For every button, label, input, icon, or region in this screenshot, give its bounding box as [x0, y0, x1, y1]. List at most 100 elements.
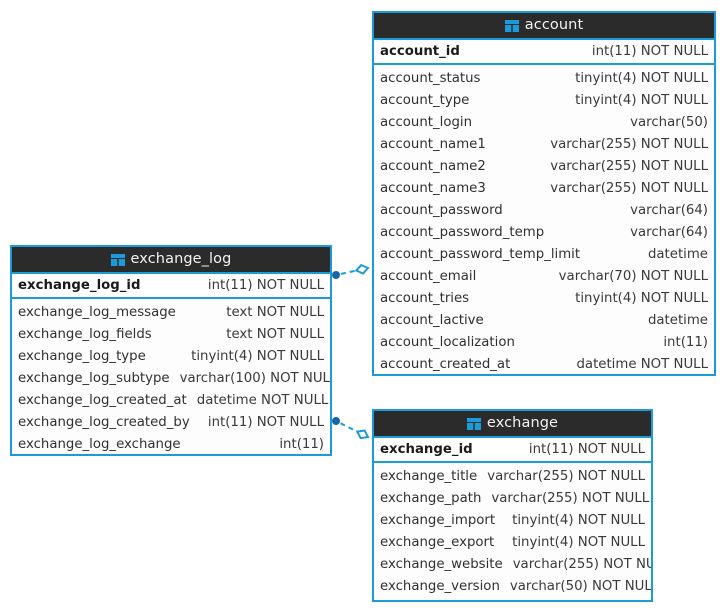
- column-row[interactable]: exchange_log_message text NOT NULL: [12, 301, 330, 323]
- table-title: exchange_log: [130, 251, 232, 267]
- column-name: exchange_path: [380, 490, 482, 506]
- table-header-exchange[interactable]: exchange: [374, 411, 651, 438]
- column-type: datetime NOT NULL: [196, 392, 329, 408]
- er-table-exchange_log[interactable]: exchange_log exchange_log_id int(11) NOT N…: [10, 245, 332, 456]
- column-name: account_lactive: [380, 312, 484, 328]
- column-name: account_name1: [380, 136, 486, 152]
- column-type: int(11) NOT NULL: [528, 442, 645, 457]
- column-type: int(11) NOT NULL: [207, 414, 324, 430]
- column-row[interactable]: account_email varchar(70) NOT NULL: [374, 265, 714, 287]
- column-name: exchange_log_fields: [18, 326, 152, 342]
- column-row[interactable]: account_type tinyint(4) NOT NULL: [374, 89, 714, 111]
- column-name: exchange_id: [380, 442, 473, 457]
- column-type: tinyint(4) NOT NULL: [575, 70, 708, 86]
- relationship-line: [340, 268, 362, 275]
- column-type: tinyint(4) NOT NULL: [191, 348, 324, 364]
- column-name: account_password_temp_limit: [380, 246, 581, 262]
- column-row[interactable]: exchange_version varchar(50) NOT NULL: [374, 575, 651, 597]
- column-type: int(11): [663, 334, 708, 350]
- column-type: datetime: [647, 246, 708, 262]
- column-row[interactable]: exchange_log_fields text NOT NULL: [12, 323, 330, 345]
- column-row[interactable]: exchange_log_type tinyint(4) NOT NULL: [12, 345, 330, 367]
- column-type: text NOT NULL: [226, 304, 324, 320]
- primary-key-row[interactable]: account_id int(11) NOT NULL: [374, 40, 714, 65]
- column-name: exchange_log_subtype: [18, 370, 170, 386]
- column-row[interactable]: account_password_temp_limit datetime: [374, 243, 714, 265]
- relationship-line: [340, 422, 363, 435]
- column-type: varchar(255) NOT NULL: [550, 136, 708, 152]
- column-name: account_type: [380, 92, 470, 108]
- column-type: varchar(255) NOT NULL: [550, 158, 708, 174]
- column-name: exchange_log_id: [18, 278, 141, 293]
- column-row[interactable]: account_tries tinyint(4) NOT NULL: [374, 287, 714, 309]
- column-type: varchar(255) NOT NULL: [491, 490, 650, 506]
- column-row[interactable]: account_status tinyint(4) NOT NULL: [374, 67, 714, 89]
- column-name: exchange_log_created_by: [18, 414, 190, 430]
- column-name: exchange_log_exchange: [18, 436, 181, 452]
- column-row[interactable]: exchange_log_created_by int(11) NOT NULL: [12, 411, 330, 433]
- column-row[interactable]: exchange_export tinyint(4) NOT NULL: [374, 531, 651, 553]
- column-name: account_status: [380, 70, 481, 86]
- column-type: varchar(50): [630, 114, 708, 130]
- table-header-exchange_log[interactable]: exchange_log: [12, 247, 330, 274]
- column-name: account_name2: [380, 158, 486, 174]
- column-row[interactable]: account_lactive datetime: [374, 309, 714, 331]
- column-type: varchar(70) NOT NULL: [558, 268, 708, 284]
- relationship-target-marker: [355, 429, 370, 440]
- column-name: exchange_log_type: [18, 348, 146, 364]
- column-name: account_email: [380, 268, 477, 284]
- column-type: tinyint(4) NOT NULL: [575, 290, 708, 306]
- column-type: varchar(50) NOT NULL: [509, 578, 653, 594]
- column-row[interactable]: exchange_path varchar(255) NOT NULL: [374, 487, 651, 509]
- column-name: account_login: [380, 114, 473, 130]
- column-name: exchange_version: [380, 578, 500, 594]
- column-name: account_name3: [380, 180, 486, 196]
- column-name: exchange_log_message: [18, 304, 176, 320]
- column-name: account_password_temp: [380, 224, 545, 240]
- column-row[interactable]: account_login varchar(50): [374, 111, 714, 133]
- relationship-source-marker: [332, 271, 340, 279]
- column-row[interactable]: account_name2 varchar(255) NOT NULL: [374, 155, 714, 177]
- column-name: account_id: [380, 44, 460, 59]
- column-type: text NOT NULL: [226, 326, 324, 342]
- column-row[interactable]: account_name1 varchar(255) NOT NULL: [374, 133, 714, 155]
- primary-key-row[interactable]: exchange_log_id int(11) NOT NULL: [12, 274, 330, 299]
- table-title: account: [524, 17, 584, 33]
- column-type: tinyint(4) NOT NULL: [512, 534, 645, 550]
- column-name: account_tries: [380, 290, 470, 306]
- column-type: int(11) NOT NULL: [591, 44, 708, 59]
- column-type: datetime: [647, 312, 708, 328]
- column-type: varchar(255) NOT NULL: [512, 556, 651, 572]
- column-type: varchar(64): [630, 202, 708, 218]
- column-name: exchange_export: [380, 534, 495, 550]
- relationship-rel-exchange-log-exchange[interactable]: [332, 417, 370, 440]
- column-type: int(11): [279, 436, 324, 452]
- column-row[interactable]: exchange_website varchar(255) NOT NULL: [374, 553, 651, 575]
- primary-key-row[interactable]: exchange_id int(11) NOT NULL: [374, 438, 651, 463]
- relationship-source-marker: [332, 417, 340, 425]
- column-type: tinyint(4) NOT NULL: [512, 512, 645, 528]
- relationship-rel-exchange-log-account[interactable]: [332, 263, 370, 279]
- table-header-account[interactable]: account: [374, 13, 714, 40]
- table-icon: [466, 417, 481, 430]
- column-row[interactable]: exchange_log_created_at datetime NOT NULL: [12, 389, 330, 411]
- column-row[interactable]: exchange_log_exchange int(11): [12, 433, 330, 454]
- column-name: exchange_website: [380, 556, 503, 572]
- column-row[interactable]: account_password varchar(64): [374, 199, 714, 221]
- column-type: tinyint(4) NOT NULL: [575, 92, 708, 108]
- column-name: account_password: [380, 202, 503, 218]
- column-name: exchange_log_created_at: [18, 392, 187, 408]
- table-icon: [110, 253, 125, 266]
- column-type: int(11) NOT NULL: [207, 278, 324, 293]
